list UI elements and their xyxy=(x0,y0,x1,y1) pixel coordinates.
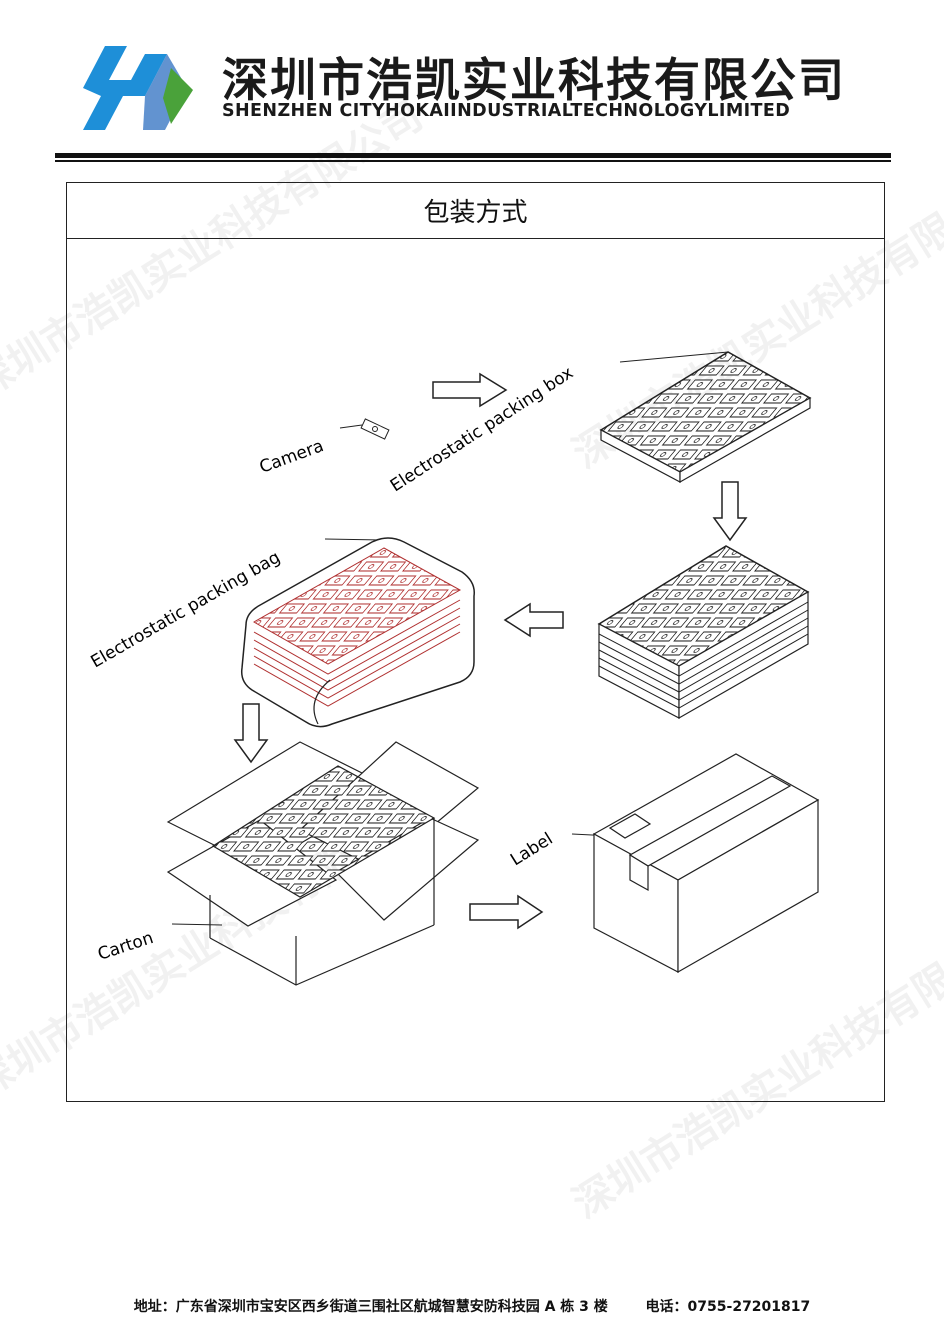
letterhead: 深圳市浩凯实业科技有限公司 SHENZHEN CITYHOKAIINDUSTRI… xyxy=(0,0,944,170)
sealed-carton xyxy=(592,753,820,974)
camera-module xyxy=(339,418,390,440)
electrostatic-packing-box xyxy=(599,351,812,484)
header-divider xyxy=(55,153,891,158)
footer-address: 地址：广东省深圳市宝安区西乡街道三围社区航城智慧安防科技园 A 栋 3 楼 xyxy=(133,1299,608,1315)
footer: 地址：广东省深圳市宝安区西乡街道三围社区航城智慧安防科技园 A 栋 3 楼 电话… xyxy=(0,1296,944,1316)
carton-label: Carton xyxy=(95,928,156,965)
packaging-frame: 包装方式 xyxy=(66,182,885,1102)
company-name-en: SHENZHEN CITYHOKAIINDUSTRIALTECHNOLOGYLI… xyxy=(222,101,791,121)
stacked-packing-boxes xyxy=(597,545,810,720)
arrow-left-icon xyxy=(503,602,564,638)
label-label: Label xyxy=(507,829,557,870)
arrow-right-icon xyxy=(469,894,544,930)
arrow-down-icon xyxy=(712,481,748,542)
header-divider-thin xyxy=(55,160,891,162)
arrow-down-icon xyxy=(233,703,269,764)
open-carton xyxy=(166,741,480,986)
section-title: 包装方式 xyxy=(67,183,884,239)
arrow-right-icon xyxy=(432,372,508,408)
footer-phone: 电话：0755-27201817 xyxy=(645,1299,811,1315)
company-name-cn: 深圳市浩凯实业科技有限公司 xyxy=(222,53,846,107)
electrostatic-packing-bag xyxy=(240,537,475,728)
camera-label: Camera xyxy=(257,436,327,478)
company-logo xyxy=(83,46,193,130)
